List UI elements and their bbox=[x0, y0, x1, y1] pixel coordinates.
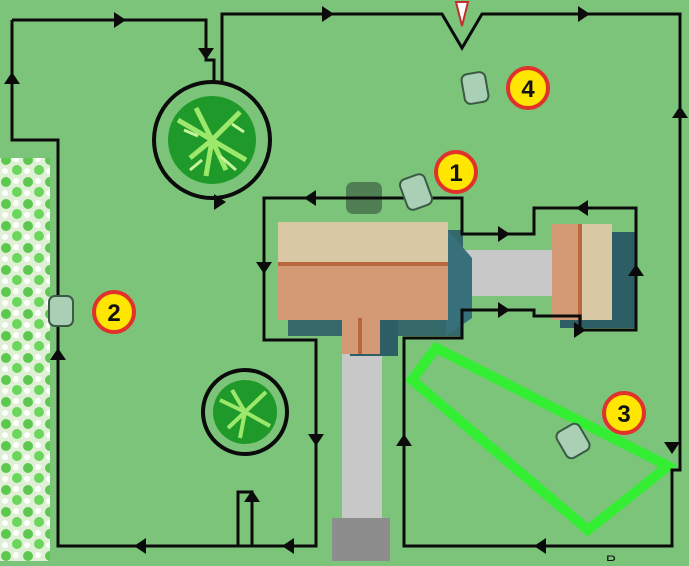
hedge-icon bbox=[0, 158, 50, 561]
marker-label: 4 bbox=[521, 76, 535, 103]
footer-text: R bbox=[606, 552, 616, 561]
marker-label: 2 bbox=[107, 300, 120, 327]
tree-icon bbox=[201, 368, 289, 456]
garage-icon bbox=[552, 224, 636, 328]
pin-icon bbox=[454, 0, 470, 27]
mower-icon bbox=[555, 422, 591, 460]
marker-4: 4 bbox=[506, 66, 550, 110]
marker-label: 1 bbox=[449, 160, 462, 187]
marker-3: 3 bbox=[602, 391, 646, 435]
mower-icon bbox=[460, 71, 490, 105]
walkway bbox=[458, 250, 558, 296]
mower-icon bbox=[48, 295, 74, 327]
marker-label: 3 bbox=[617, 401, 630, 428]
tree-icon bbox=[152, 80, 272, 200]
house-icon bbox=[278, 222, 472, 356]
driveway-end bbox=[332, 518, 390, 561]
zone-3-boundary bbox=[405, 341, 678, 537]
mower-icon bbox=[399, 173, 433, 211]
marker-1: 1 bbox=[434, 150, 478, 194]
arrow-icon bbox=[4, 6, 688, 554]
marker-2: 2 bbox=[92, 290, 136, 334]
